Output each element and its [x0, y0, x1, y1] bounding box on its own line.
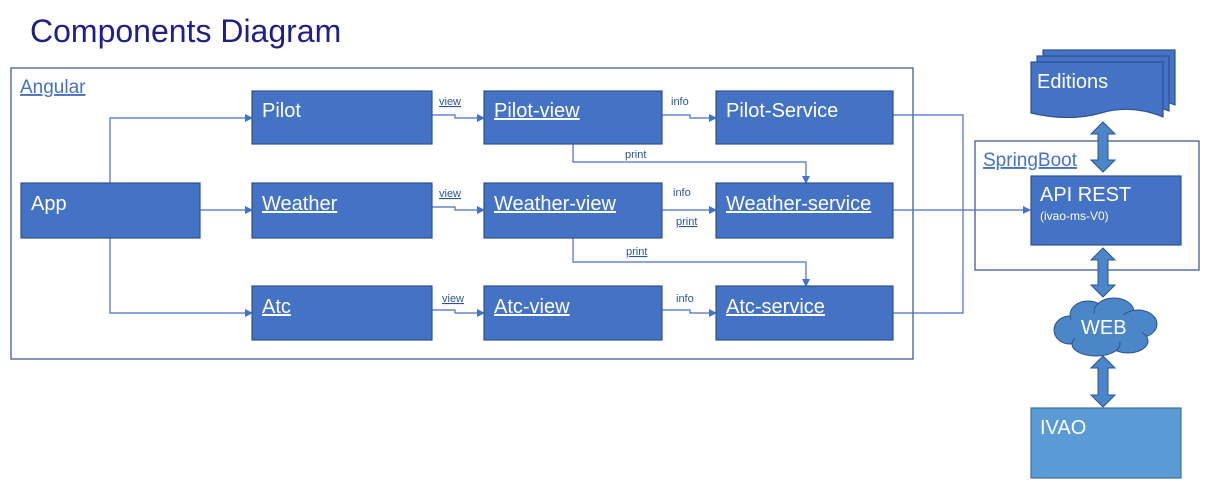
edge-label-pilot-info: info [671, 96, 689, 108]
web-cloud-icon [1053, 297, 1158, 357]
connector-services-bus [893, 114, 964, 314]
atc-label: Atc [262, 296, 291, 318]
edge-label-pilot-print: print [625, 149, 646, 161]
double-arrow-api-web [1089, 247, 1117, 298]
springboot-container-label: SpringBoot [983, 150, 1078, 171]
atc-box [251, 285, 433, 341]
connector-pilot-print [572, 144, 810, 184]
angular-container [10, 67, 914, 360]
double-arrow-web-ivao [1089, 355, 1117, 408]
edge-label-atc-view: view [442, 293, 464, 305]
connector-weather-print-down [572, 238, 810, 287]
app-box [20, 182, 201, 239]
pilot-view-label: Pilot-view [494, 100, 580, 122]
weather-view-label: Weather-view [494, 193, 616, 215]
connector-atc-info [662, 309, 717, 317]
web-label: WEB [1081, 317, 1127, 339]
editions-document-stack [1030, 49, 1176, 119]
connector-pilot-info [662, 114, 717, 122]
app-label: App [31, 193, 67, 215]
pilot-service-box [715, 90, 894, 145]
weather-view-box [483, 182, 663, 239]
api-rest-label: API REST [1040, 184, 1131, 206]
edge-label-weather-view: view [439, 188, 461, 200]
double-arrow-editions-api [1089, 121, 1117, 173]
weather-box [251, 182, 433, 239]
ivao-box [1030, 407, 1182, 479]
editions-label: Editions [1037, 71, 1108, 93]
page-title: Components Diagram [30, 13, 341, 49]
atc-view-label: Atc-view [494, 296, 570, 318]
edge-label-weather-info: info [673, 187, 691, 199]
pilot-view-box [483, 90, 663, 145]
weather-service-box [715, 182, 894, 239]
edge-label-pilot-view: view [439, 96, 461, 108]
weather-label: Weather [262, 193, 338, 215]
atc-view-box [483, 285, 663, 341]
ivao-label: IVAO [1040, 417, 1086, 439]
api-rest-box [1030, 175, 1182, 246]
connector-app-pilot [109, 114, 253, 183]
atc-service-label: Atc-service [726, 296, 825, 318]
pilot-box [251, 90, 433, 145]
pilot-label: Pilot [262, 100, 301, 122]
api-rest-sublabel: (ivao-ms-V0) [1040, 209, 1109, 223]
pilot-service-label: Pilot-Service [726, 100, 838, 122]
edge-label-atc-info: info [676, 293, 694, 305]
edge-label-weather-print-right: print [676, 216, 697, 228]
atc-service-box [715, 285, 894, 341]
connector-weather-view [432, 206, 485, 214]
connector-pilot-view [432, 114, 485, 122]
edge-label-weather-print-top: print [626, 246, 647, 258]
angular-container-label: Angular [20, 77, 86, 98]
springboot-container [974, 140, 1200, 271]
weather-service-label: Weather-service [726, 193, 871, 215]
connector-atc-view [432, 309, 485, 317]
connector-app-atc [109, 238, 253, 317]
